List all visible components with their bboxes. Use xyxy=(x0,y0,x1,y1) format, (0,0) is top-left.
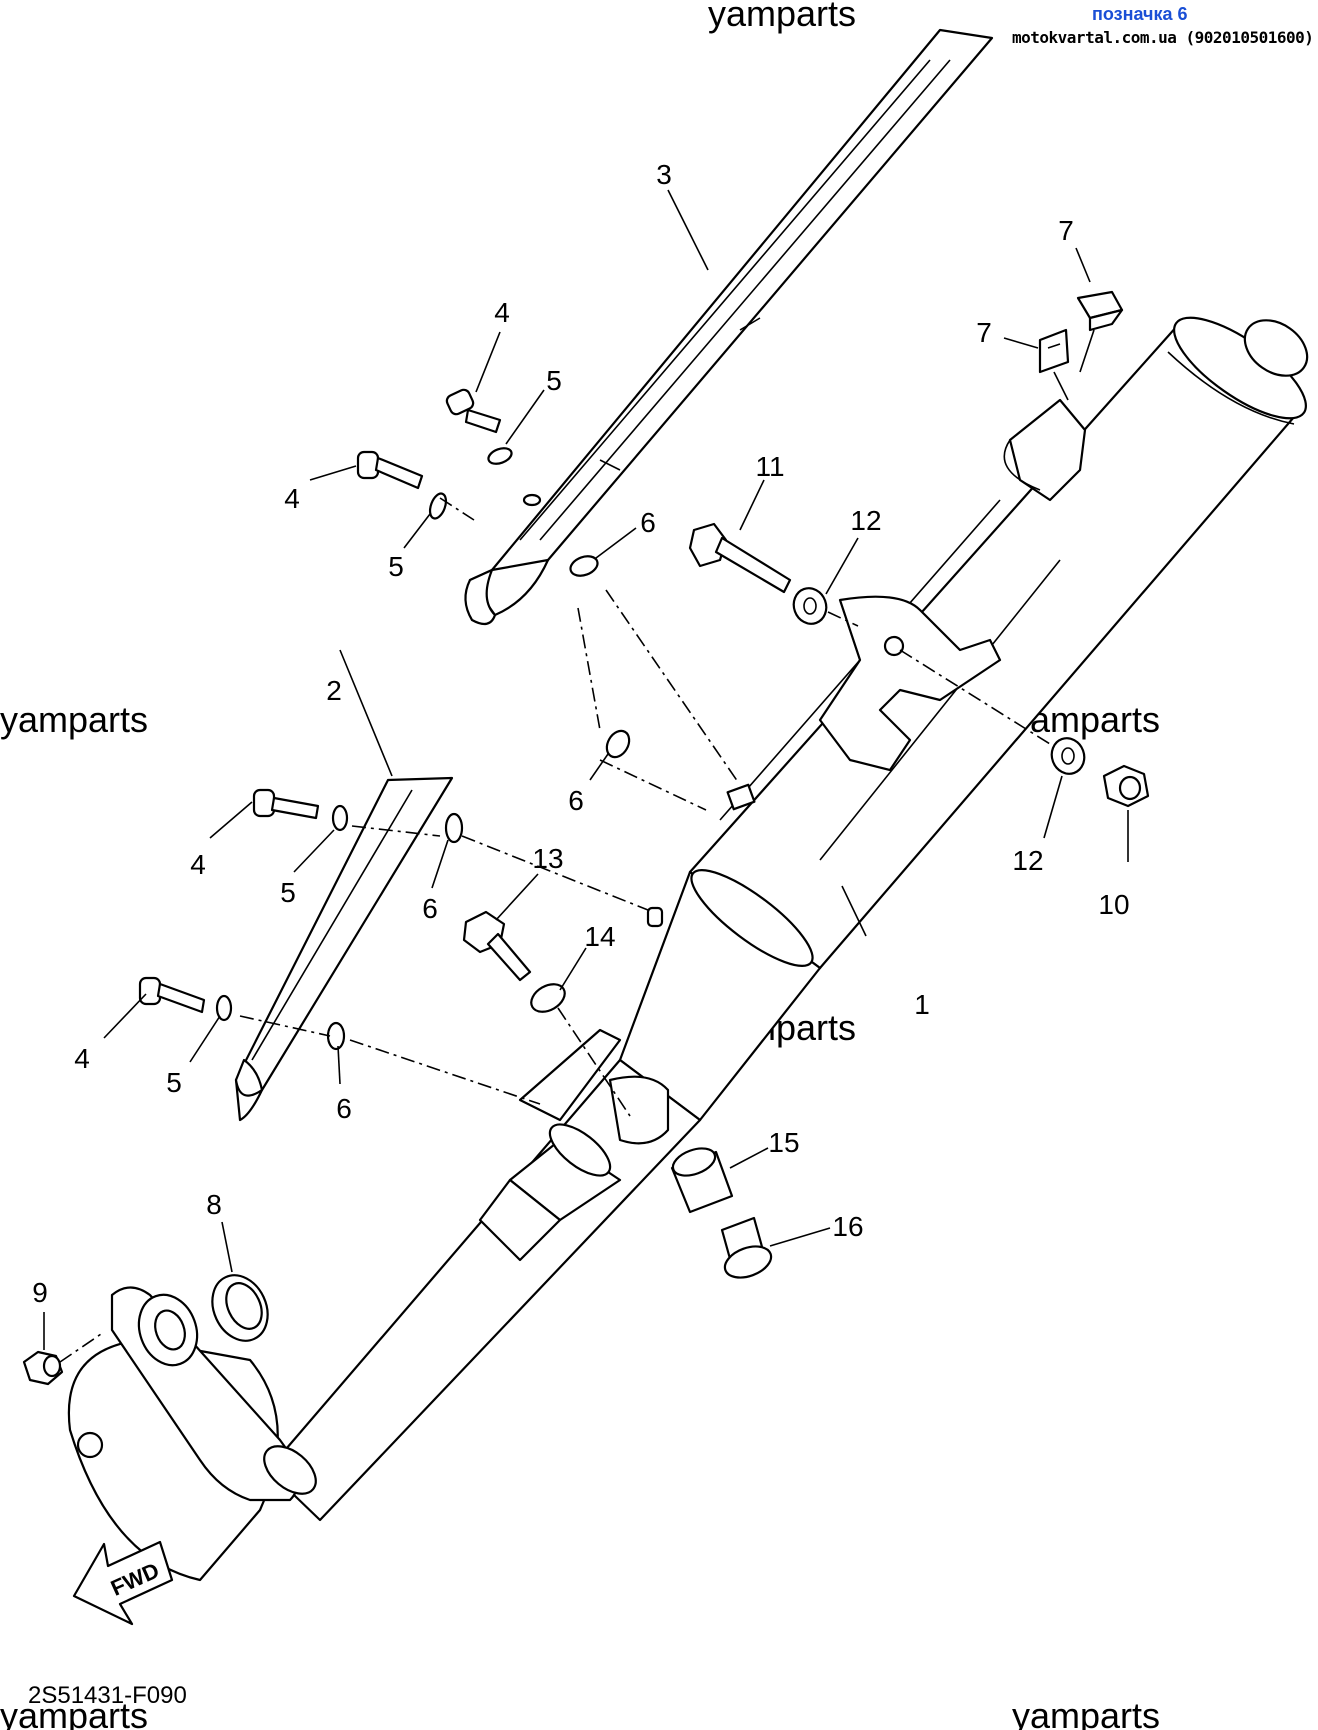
callout-2: 2 xyxy=(326,675,342,706)
part-muffler xyxy=(67,316,1309,1582)
washer-6-d xyxy=(326,1021,346,1051)
watermark-bottom-right: yamparts xyxy=(1012,1695,1160,1730)
callout-14: 14 xyxy=(584,921,615,952)
callout-4-d: 4 xyxy=(74,1043,90,1074)
part-code: 2S51431-F090 xyxy=(28,1682,187,1709)
bushing-16 xyxy=(720,1216,773,1279)
header-label: позначка 6 xyxy=(1092,4,1188,24)
washer-6-c xyxy=(444,812,464,844)
nut-10 xyxy=(1102,764,1150,808)
callout-6-c: 6 xyxy=(422,893,438,924)
washer-5-d xyxy=(215,994,233,1022)
washer-5-b xyxy=(428,492,448,520)
callout-6-d: 6 xyxy=(336,1093,352,1124)
callout-9: 9 xyxy=(32,1277,48,1308)
watermark-top: yamparts xyxy=(708,0,856,34)
callout-15: 15 xyxy=(768,1127,799,1158)
callout-8: 8 xyxy=(206,1189,222,1220)
part-lower-heat-shield xyxy=(234,776,454,1122)
callout-4-c: 4 xyxy=(190,849,206,880)
watermark-left: yamparts xyxy=(0,699,148,740)
washer-5-c xyxy=(331,804,349,832)
washer-6-a xyxy=(569,555,599,577)
washer-12-b xyxy=(1050,737,1086,775)
callout-4-b: 4 xyxy=(284,483,300,514)
washer-12-a-hole xyxy=(803,597,817,615)
callout-5-a: 5 xyxy=(546,365,562,396)
bolt-4-a xyxy=(445,388,502,434)
bolt-13 xyxy=(462,910,532,982)
nut-9 xyxy=(22,1350,64,1386)
header-site: motokvartal.com.ua (902010501600) xyxy=(1012,28,1314,47)
callout-4-a: 4 xyxy=(494,297,510,328)
callout-7-b: 7 xyxy=(976,317,992,348)
bolt-4-c xyxy=(252,788,320,820)
callout-12-b: 12 xyxy=(1012,845,1043,876)
callout-6-b: 6 xyxy=(568,785,584,816)
bolt-4-d xyxy=(138,976,206,1014)
watermark-bottom-left: yamparts xyxy=(0,1695,148,1730)
callout-16: 16 xyxy=(832,1211,863,1242)
callout-6-a: 6 xyxy=(640,507,656,538)
callout-13: 13 xyxy=(532,843,563,874)
callout-11: 11 xyxy=(755,451,784,482)
washer-14 xyxy=(530,983,566,1013)
callout-3: 3 xyxy=(656,159,672,190)
callouts: 3 4 5 4 5 6 7 7 11 12 2 6 13 4 5 6 14 12… xyxy=(32,159,1129,1308)
part-upper-heat-shield xyxy=(464,28,994,626)
fwd-arrow-icon: FWD xyxy=(72,1540,174,1626)
washer-5-a xyxy=(487,447,513,465)
collar-15 xyxy=(670,1147,734,1214)
bolt-4-b xyxy=(356,450,424,490)
washer-6-b xyxy=(605,729,631,759)
callout-12-a: 12 xyxy=(850,505,881,536)
callout-5-c: 5 xyxy=(280,877,296,908)
callout-5-b: 5 xyxy=(388,551,404,582)
callout-5-d: 5 xyxy=(166,1067,182,1098)
clip-7-b xyxy=(1038,328,1070,374)
callout-1: 1 xyxy=(914,989,930,1020)
gasket-8 xyxy=(211,1274,269,1342)
callout-7-a: 7 xyxy=(1058,215,1074,246)
bolt-11 xyxy=(688,522,792,594)
callout-10: 10 xyxy=(1098,889,1129,920)
washer-12-b-hole xyxy=(1061,747,1075,765)
clip-7-a xyxy=(1076,290,1124,332)
washer-12-a xyxy=(792,587,828,625)
